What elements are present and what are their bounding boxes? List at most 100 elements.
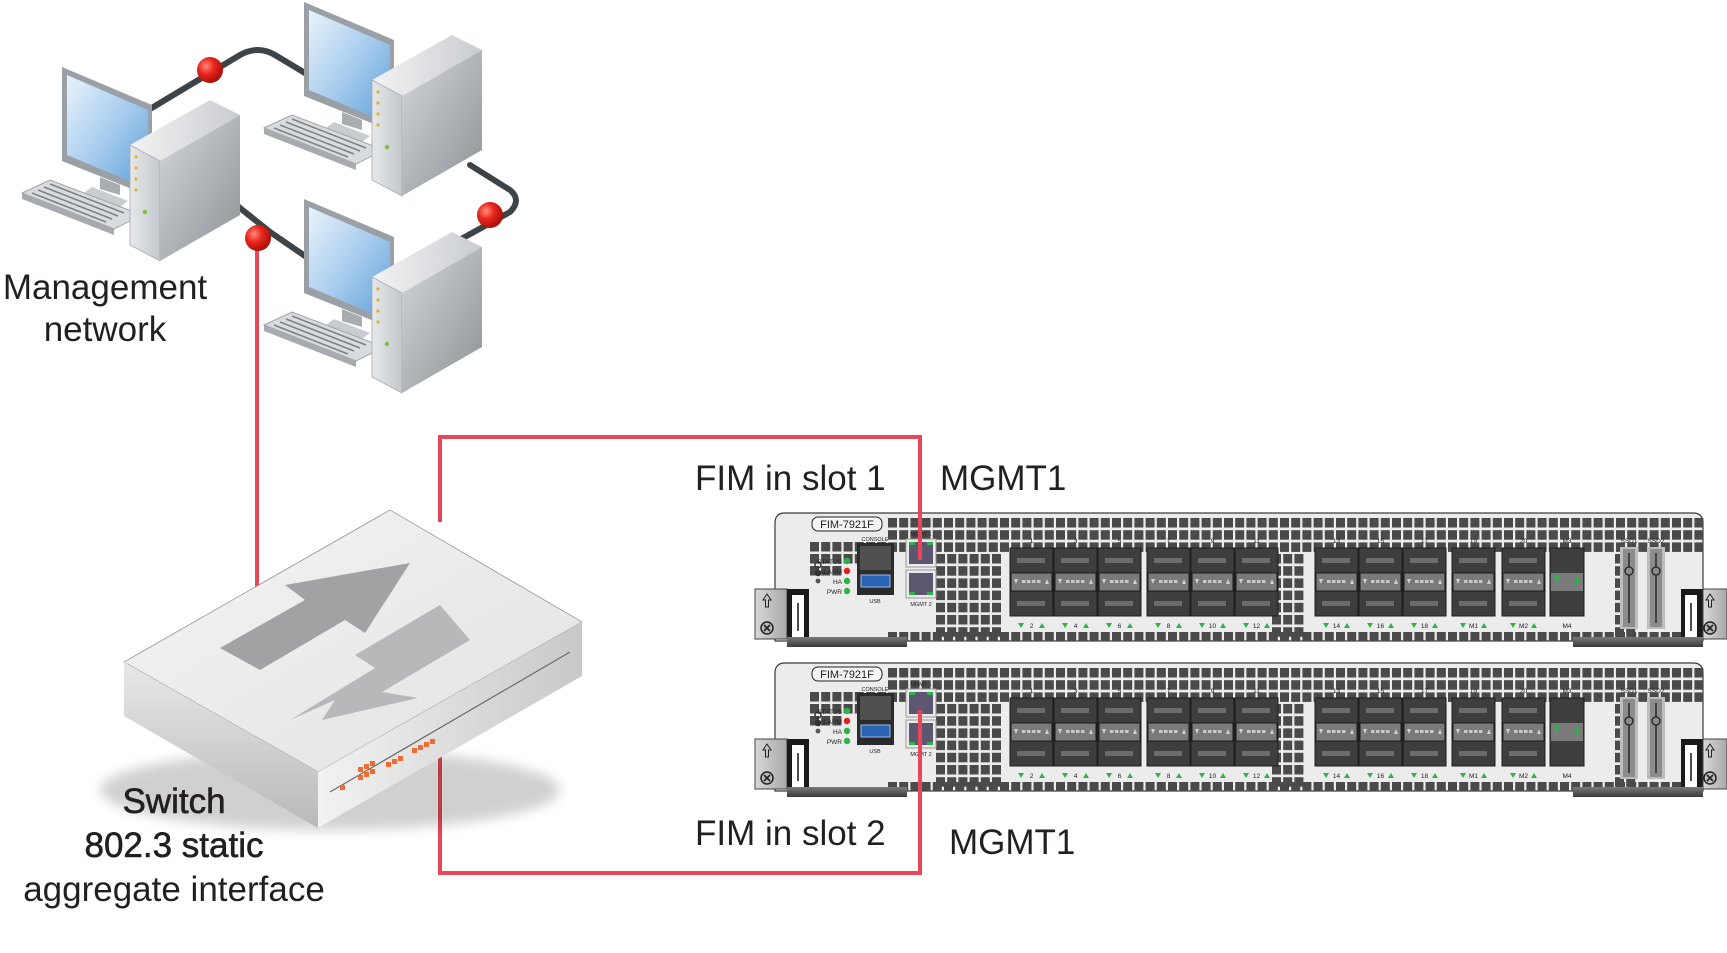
vent-hole: [1604, 518, 1614, 528]
vent-hole: [1112, 782, 1121, 792]
sfp-led: [1529, 580, 1533, 583]
sfp-led: [1464, 580, 1468, 583]
vent-hole: [1100, 680, 1110, 690]
vent-hole: [1294, 777, 1304, 787]
sfp-latch: [1359, 572, 1402, 592]
vent-hole: [1392, 782, 1401, 792]
sfp-led: [1386, 580, 1390, 583]
vent-hole: [1044, 530, 1054, 540]
vent-hole: [955, 692, 965, 702]
vent-hole: [1156, 668, 1166, 678]
vent-hole: [1280, 632, 1289, 642]
vent-hole: [1246, 782, 1256, 792]
port-number-label: M1: [1469, 623, 1478, 630]
vent-hole: [1436, 632, 1446, 642]
vent-hole: [1268, 782, 1278, 792]
vent-hole: [1615, 627, 1624, 637]
vent-hole: [1313, 542, 1323, 552]
port-led-down-icon: [1367, 623, 1373, 628]
sfp-latch: [1403, 572, 1446, 592]
vent-hole: [1089, 782, 1099, 792]
vent-hole: [1526, 542, 1536, 552]
port-number-label: 18: [1421, 623, 1429, 630]
triangle-down-icon: [1407, 579, 1411, 584]
vent-hole: [1582, 680, 1592, 690]
vent-hole: [1560, 668, 1569, 678]
port-led-up-icon: [1344, 773, 1350, 778]
vent-hole: [1425, 680, 1435, 690]
ssd-led-icon: [1651, 716, 1661, 726]
vent-hole: [1560, 692, 1569, 702]
vent-hole: [1280, 530, 1289, 540]
vent-hole: [1145, 782, 1155, 792]
sfp-led: [1430, 730, 1434, 733]
vent-hole: [1492, 680, 1502, 690]
vent-hole: [1616, 518, 1625, 528]
port-number-label: 16: [1377, 773, 1385, 780]
vent-hole: [944, 632, 953, 642]
led-label-pwr: PWR: [827, 589, 842, 596]
vent-hole: [932, 518, 942, 528]
vent-hole: [1246, 680, 1256, 690]
vent-hole: [1683, 518, 1693, 528]
vent-hole: [1436, 680, 1446, 690]
latch-arrow-up-icon: [762, 593, 772, 608]
vent-hole: [1112, 632, 1121, 642]
triangle-up-icon: [1045, 579, 1049, 584]
vent-hole: [1212, 632, 1222, 642]
vent-hole: [1056, 530, 1065, 540]
vent-hole: [966, 530, 976, 540]
vent-hole: [1481, 542, 1491, 552]
vent-hole: [1380, 518, 1390, 528]
vent-hole: [1283, 627, 1293, 637]
sfp-led: [1022, 580, 1026, 583]
vent-hole: [1481, 668, 1491, 678]
mgmt2-link-led: [909, 592, 915, 595]
port-led-up-icon: [1083, 623, 1089, 628]
sfp-led: [1337, 580, 1341, 583]
vent-hole: [947, 752, 957, 763]
vent-hole: [1593, 632, 1603, 642]
tower: [371, 35, 482, 197]
vent-hole: [1593, 518, 1603, 528]
vent-hole: [1000, 782, 1009, 792]
console-label: CONSOLE: [862, 687, 889, 693]
vent-hole: [1156, 518, 1166, 528]
sfp-latch: [1359, 722, 1402, 742]
vent-hole: [1168, 518, 1177, 528]
sfp-led: [1519, 580, 1523, 583]
sfp-led: [1125, 730, 1129, 733]
led-label-status: STATUS: [817, 559, 842, 566]
port-led-down-icon: [1199, 773, 1205, 778]
vent-hole: [1627, 530, 1637, 540]
vent-hole: [1067, 782, 1077, 792]
triangle-down-icon: [1058, 729, 1062, 734]
vent-hole: [1294, 578, 1304, 588]
vent-hole: [1190, 680, 1200, 690]
ssd1-label: SSD1: [1621, 538, 1638, 545]
port-led-down-icon: [1155, 623, 1161, 628]
port-number-label: 18: [1421, 773, 1429, 780]
vent-hole: [810, 704, 819, 714]
vent-hole: [888, 530, 897, 540]
vent-hole: [1336, 668, 1345, 678]
vent-hole: [921, 668, 931, 678]
vent-hole: [1022, 692, 1032, 702]
vent-hole: [1056, 680, 1065, 690]
vent-hole: [1615, 554, 1624, 564]
vent-hole: [1414, 692, 1424, 702]
vent-hole: [832, 692, 842, 702]
vent-hole: [977, 782, 987, 792]
vent-hole: [1694, 542, 1704, 552]
vent-hole: [1526, 530, 1536, 540]
vent-hole: [810, 542, 819, 552]
vent-hole: [1302, 668, 1312, 678]
vent-hole: [1672, 692, 1681, 702]
vent-hole: [821, 566, 831, 576]
led-label-alarm: ALARM: [820, 719, 842, 726]
port-number-label: 17: [1421, 688, 1429, 695]
vent-hole: [932, 782, 942, 792]
vent-hole: [1302, 692, 1312, 702]
vent-hole: [1044, 692, 1054, 702]
vent-hole: [899, 632, 909, 642]
